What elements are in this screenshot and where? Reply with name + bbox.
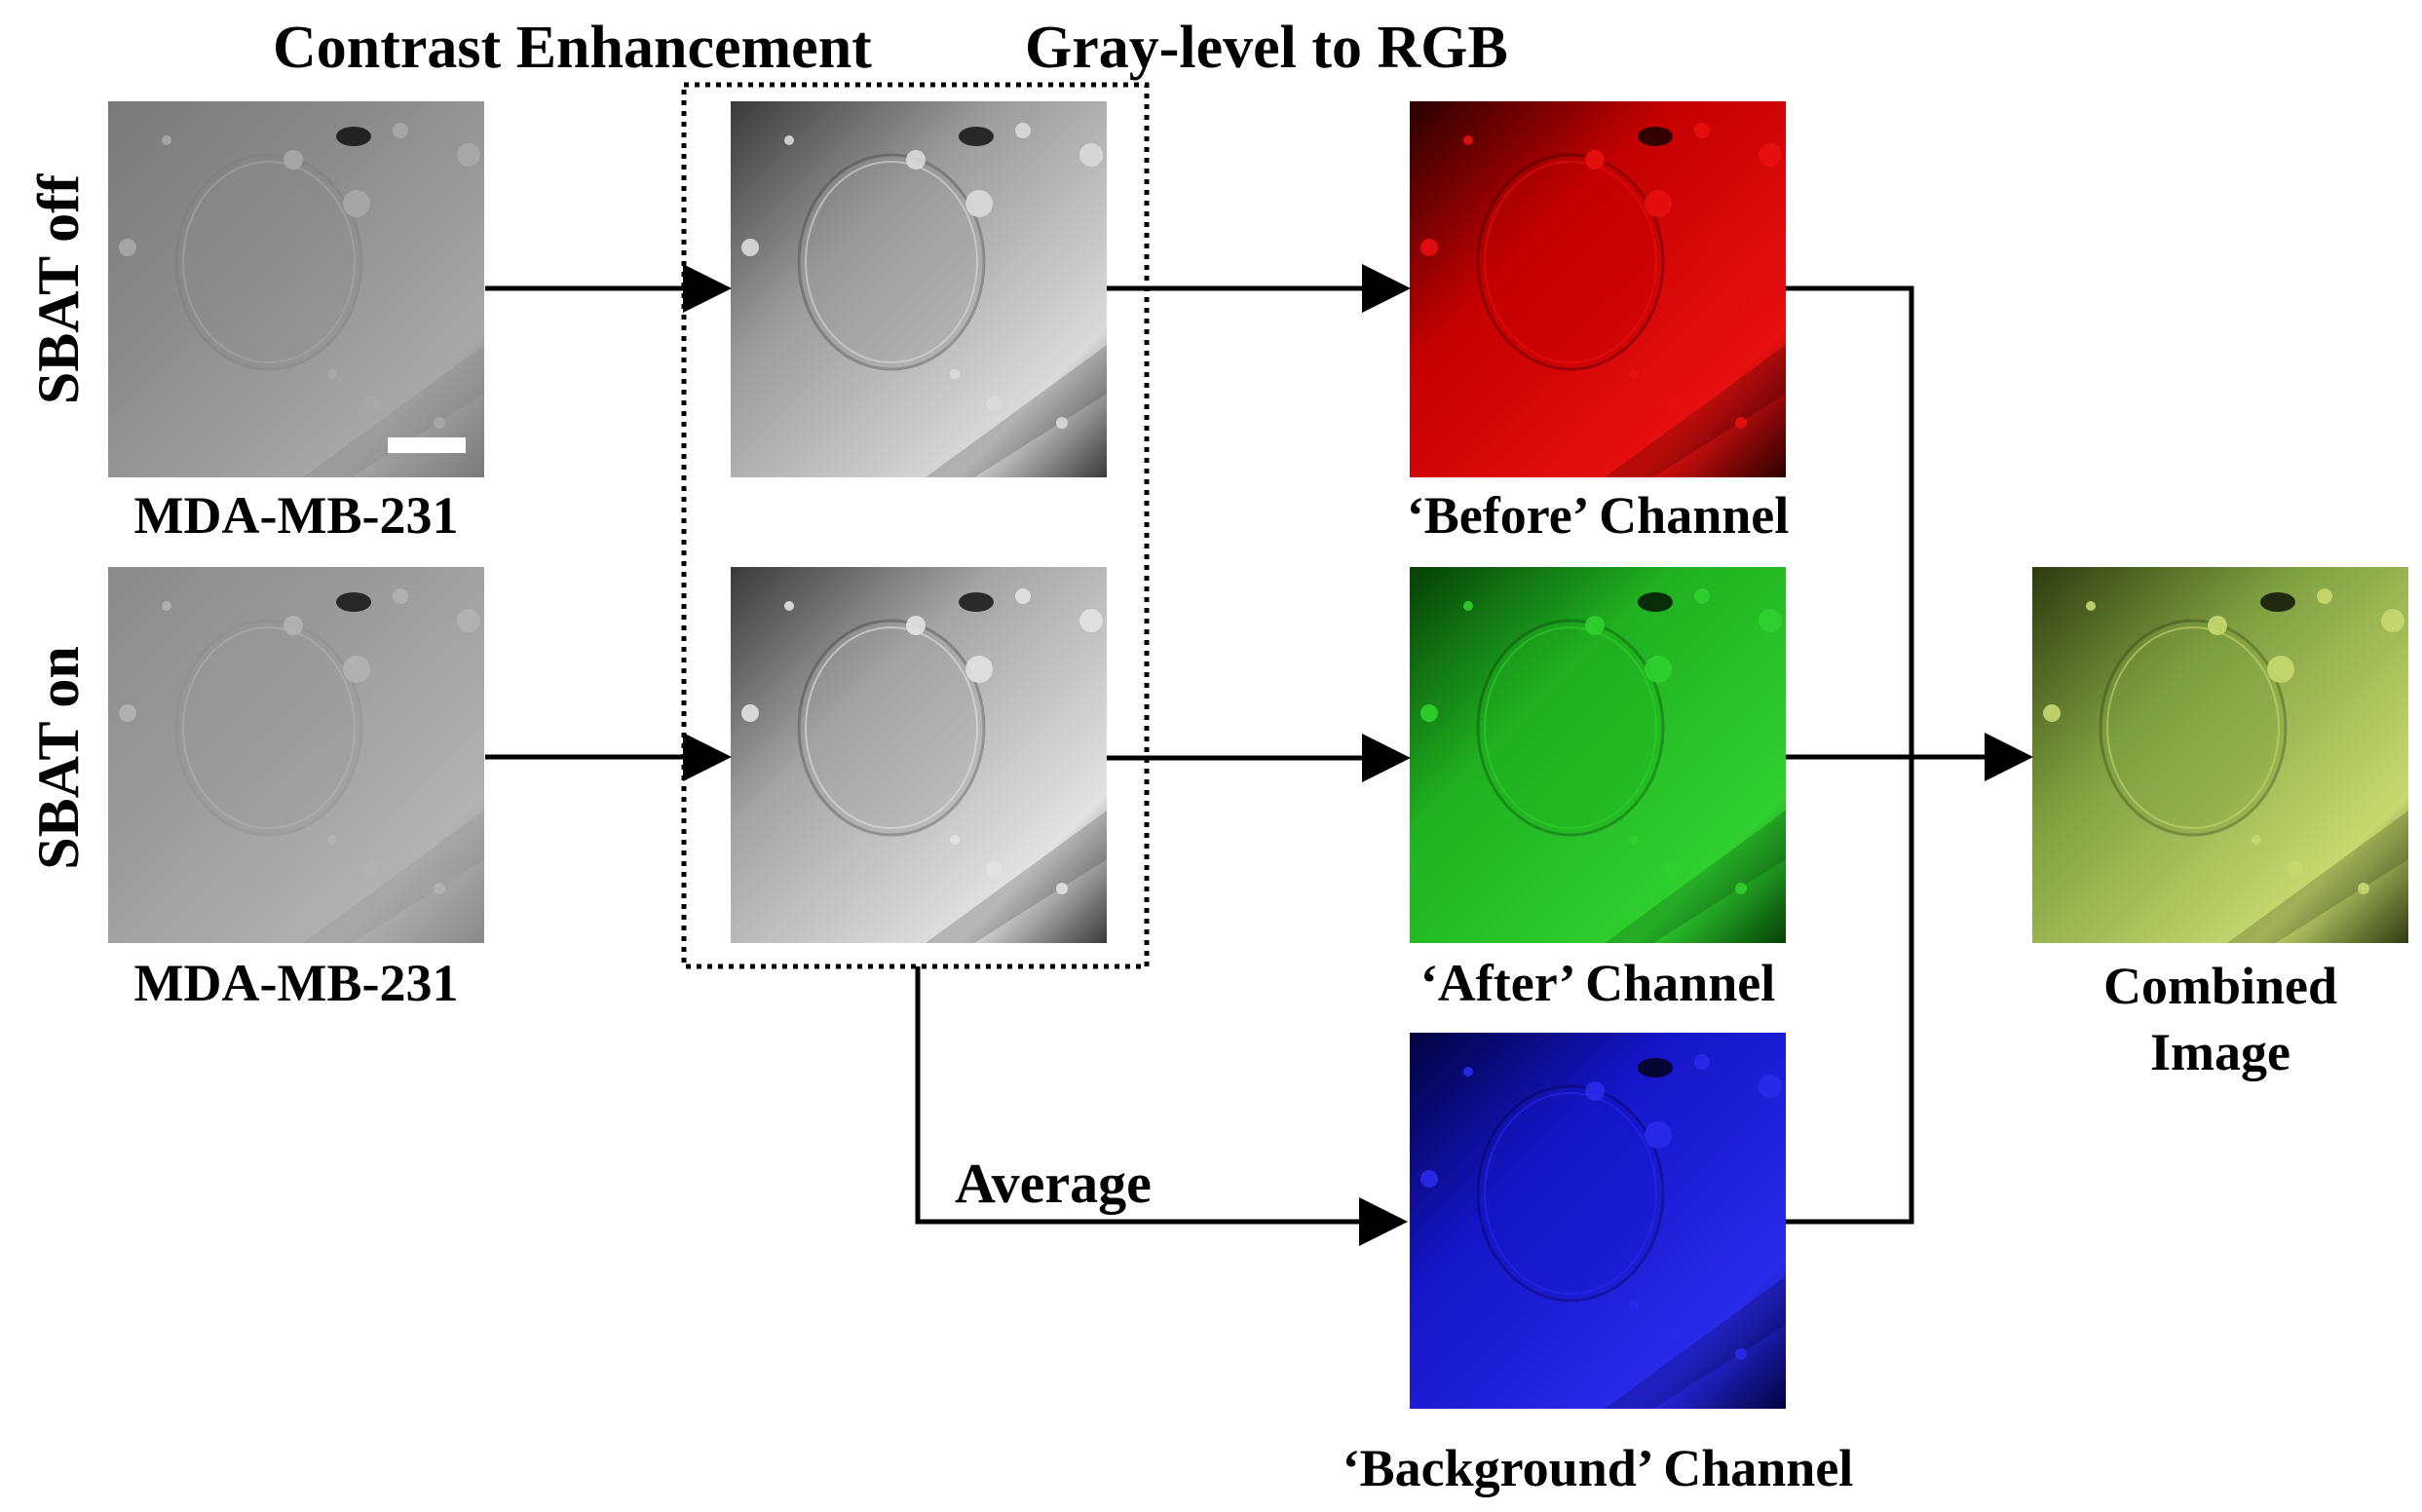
panel-enhanced-sbat-on xyxy=(731,567,1107,943)
panel-combined-image xyxy=(2032,567,2408,943)
caption-raw-sbat-on: MDA-MB-231 xyxy=(133,954,459,1012)
header-contrast-enhancement: Contrast Enhancement xyxy=(273,15,872,81)
panel-raw-sbat-off xyxy=(108,101,484,477)
contrast-enhancement-box xyxy=(681,82,1150,969)
caption-background-channel: ‘Background’ Channel xyxy=(1342,1439,1854,1497)
panel-after-channel xyxy=(1410,567,1786,943)
scale-bar xyxy=(388,437,466,453)
average-path xyxy=(915,966,1408,1246)
caption-after-channel: ‘After’ Channel xyxy=(1419,954,1776,1012)
header-gray-to-rgb: Gray-level to RGB xyxy=(1025,15,1508,81)
panel-enhanced-sbat-off xyxy=(731,101,1107,477)
caption-before-channel: ‘Before’ Channel xyxy=(1406,486,1790,545)
panel-before-channel xyxy=(1410,101,1786,477)
caption-combined-line-1: Combined xyxy=(2102,957,2338,1015)
panel-raw-sbat-on xyxy=(108,567,484,943)
caption-combined-line-2: Image xyxy=(2150,1023,2290,1081)
caption-raw-sbat-off: MDA-MB-231 xyxy=(133,486,459,545)
panel-background-channel xyxy=(1410,1033,1786,1409)
edge-label-average: Average xyxy=(955,1152,1152,1215)
